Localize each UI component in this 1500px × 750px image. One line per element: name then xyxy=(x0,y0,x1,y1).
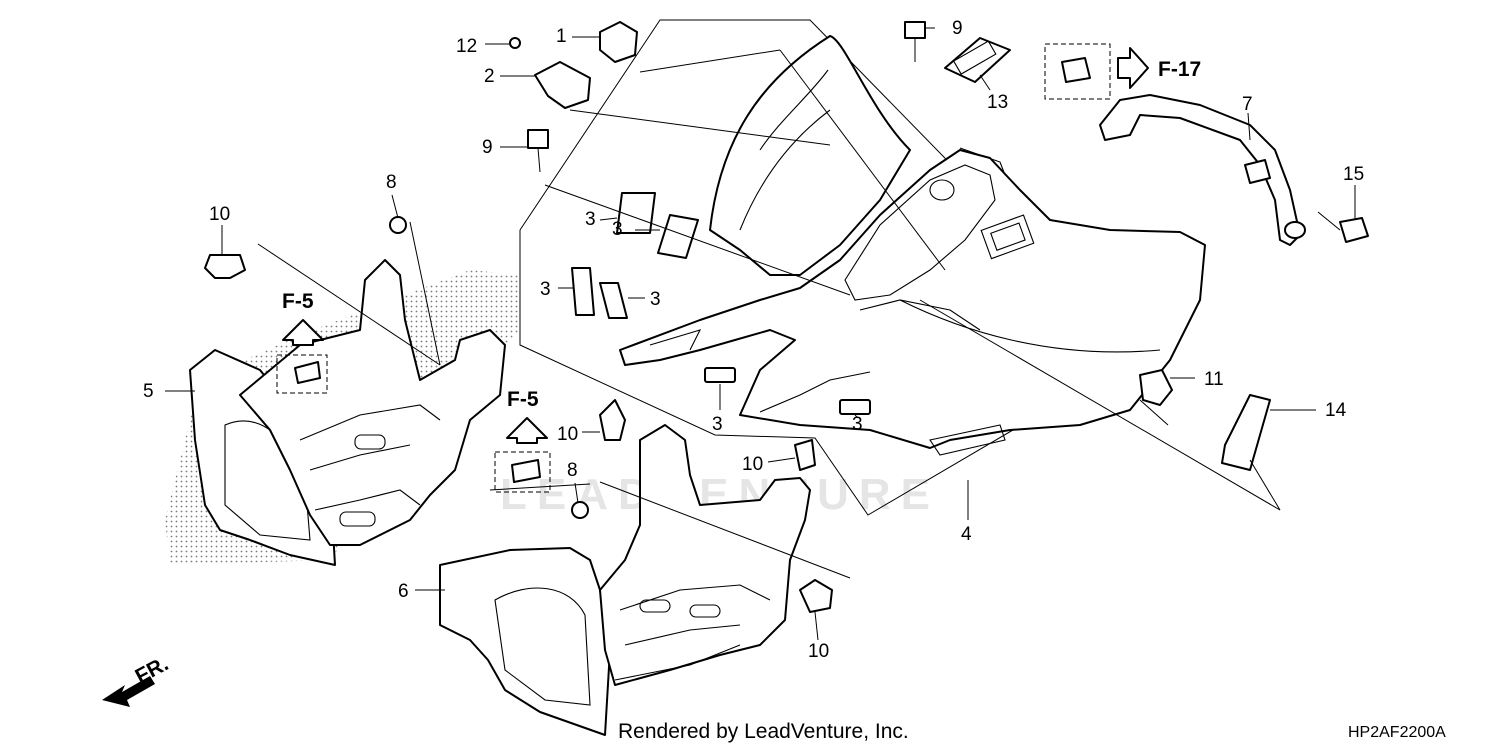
callout-9: 9 xyxy=(952,18,963,39)
ref-label-f5: F-5 xyxy=(507,388,539,411)
callout-3: 3 xyxy=(585,209,596,230)
callout-9: 9 xyxy=(482,137,493,158)
callout-15: 15 xyxy=(1343,164,1364,185)
rear-fender xyxy=(519,19,1206,516)
hardware xyxy=(204,21,1369,613)
callout-14: 14 xyxy=(1325,400,1347,421)
arrow-up-icon xyxy=(282,319,324,346)
callout-3: 3 xyxy=(650,289,661,310)
ref-label-f17: F-17 xyxy=(1158,58,1201,81)
callout-3: 3 xyxy=(712,414,723,435)
arrow-up-icon xyxy=(506,417,548,444)
mud-guard-right xyxy=(439,424,811,736)
render-credit: Rendered by LeadVenture, Inc. xyxy=(618,720,909,743)
callout-6: 6 xyxy=(398,581,409,602)
callout-3: 3 xyxy=(540,279,551,300)
mud-guard-left xyxy=(165,259,520,566)
callout-8: 8 xyxy=(386,172,397,193)
ref-box-mid xyxy=(494,451,551,493)
diagram-code: HP2AF2200A xyxy=(1348,724,1446,741)
callout-11: 11 xyxy=(1204,369,1224,390)
leader-lines xyxy=(165,27,1356,641)
callout-10: 10 xyxy=(209,204,230,225)
ref-box-left xyxy=(276,354,328,394)
front-direction-label: FR. xyxy=(132,652,173,688)
callout-10: 10 xyxy=(808,641,829,662)
callout-1: 1 xyxy=(556,26,567,47)
ref-label-f5: F-5 xyxy=(282,290,314,313)
callout-3: 3 xyxy=(612,219,623,240)
callout-7: 7 xyxy=(1242,94,1253,115)
callout-numbers: 1 2 3 3 3 3 3 3 4 5 6 7 8 8 9 9 10 10 10… xyxy=(143,18,1364,662)
callout-12: 12 xyxy=(456,36,477,57)
callout-4: 4 xyxy=(961,524,972,545)
callout-13: 13 xyxy=(987,92,1008,113)
arrow-right-icon xyxy=(1117,47,1149,89)
callout-10: 10 xyxy=(557,424,578,445)
ref-box-right xyxy=(1044,43,1111,100)
callout-2: 2 xyxy=(484,66,495,87)
callout-3: 3 xyxy=(852,414,863,435)
callout-10: 10 xyxy=(742,454,763,475)
callout-5: 5 xyxy=(143,381,154,402)
rear-bracket xyxy=(1099,94,1306,246)
callout-8: 8 xyxy=(567,460,578,481)
front-arrow-icon xyxy=(102,676,155,707)
